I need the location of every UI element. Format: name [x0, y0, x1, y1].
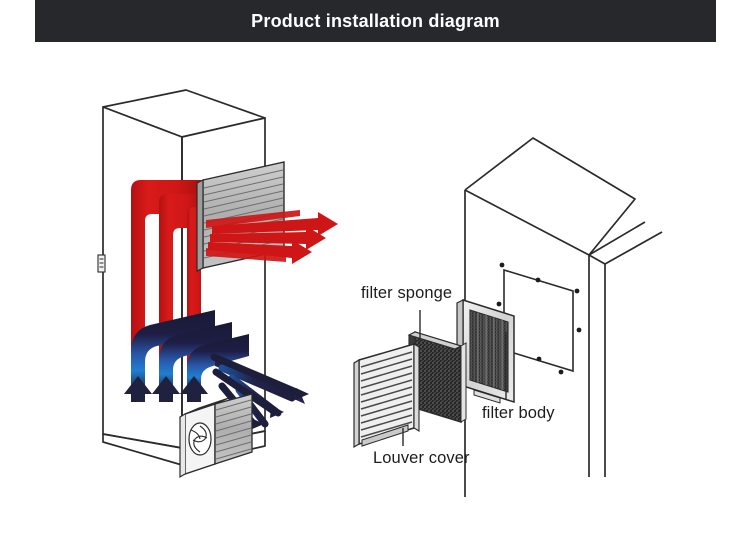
cabinet-airflow-diagram	[97, 89, 338, 479]
intake-fan-unit	[179, 393, 253, 479]
label-filter-body: filter body	[482, 404, 555, 422]
label-filter-sponge: filter sponge	[361, 284, 453, 302]
cabinet-door-latch	[97, 254, 106, 273]
filter-assembly-exploded-view	[353, 137, 663, 497]
exhaust-air-arrows	[206, 210, 338, 264]
diagram-canvas: filter sponge Louver cover filter body	[0, 42, 750, 536]
cabinet-corner-outline	[464, 137, 663, 497]
page-title: Product installation diagram	[251, 10, 500, 31]
louver-cover-component	[353, 343, 420, 449]
label-louver-cover: Louver cover	[373, 449, 470, 467]
header-bar: Product installation diagram	[35, 0, 716, 42]
